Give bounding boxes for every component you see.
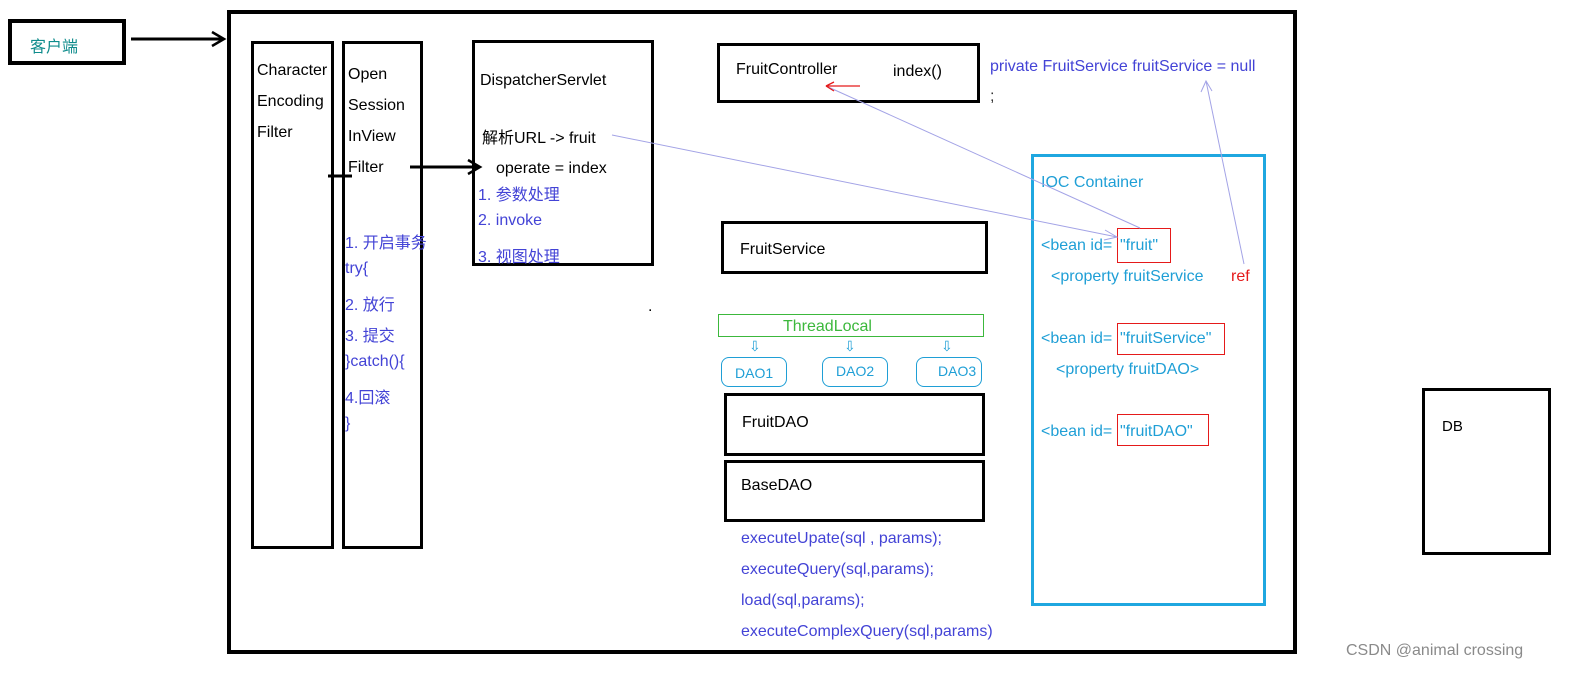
- bean-fruit-prefix: <bean id=: [1041, 237, 1113, 254]
- osiv-step-5: }catch(){: [345, 353, 405, 370]
- client-label: 客户端: [30, 39, 79, 56]
- base-dao-method-4: executeComplexQuery(sql,params): [741, 623, 993, 640]
- osiv-filter-line3: InView: [348, 128, 396, 145]
- encoding-filter-line3: Filter: [257, 124, 293, 141]
- property-fruit-service: <property fruitService: [1051, 268, 1204, 285]
- dispatcher-parse-url: 解析URL -> fruit: [482, 130, 596, 147]
- bean-fruit-dao-prefix: <bean id=: [1041, 423, 1113, 440]
- dispatcher-operate: operate = index: [496, 160, 607, 177]
- osiv-filter-line4: Filter: [348, 159, 384, 176]
- dao2-pill: [822, 357, 888, 387]
- fruit-service-name: FruitService: [740, 241, 826, 258]
- osiv-step-1: 1. 开启事务: [345, 235, 427, 252]
- db-label: DB: [1442, 418, 1463, 435]
- stray-dot: .: [648, 298, 653, 315]
- dao1-label: DAO1: [735, 365, 774, 381]
- encoding-filter-line1: Character: [257, 62, 328, 79]
- fruit-controller-method: index(): [893, 63, 942, 80]
- osiv-step-6: 4.回滚: [345, 390, 391, 407]
- dao3-pill: [916, 357, 982, 387]
- osiv-step-4: 3. 提交: [345, 328, 395, 345]
- property-fruit-dao: <property fruitDAO>: [1056, 361, 1200, 378]
- client-box: [8, 19, 126, 65]
- ioc-container-box: [1031, 154, 1266, 606]
- dispatcher-step-3: 3. 视图处理: [478, 249, 560, 266]
- client-to-server-arrowhead: [211, 30, 227, 48]
- field-declaration-semicolon: ;: [990, 88, 995, 105]
- threadlocal-arrow-1: ⇩: [749, 338, 761, 354]
- fruit-dao-box: [724, 393, 985, 456]
- base-dao-box: [724, 460, 985, 522]
- bean-fruit-dao-highlight: [1117, 414, 1209, 446]
- osiv-filter-box: [342, 41, 423, 549]
- dispatcher-title: DispatcherServlet: [480, 72, 607, 89]
- fruit-dao-name: FruitDAO: [742, 414, 809, 431]
- ioc-container-title: IOC Container: [1041, 174, 1144, 191]
- threadlocal-label: ThreadLocal: [783, 318, 872, 335]
- bean-fruit-highlight: [1117, 228, 1171, 263]
- bean-fruit-dao-id: "fruitDAO": [1120, 423, 1193, 440]
- threadlocal-arrow-3: ⇩: [941, 338, 953, 354]
- dao1-pill: [721, 357, 787, 387]
- dispatcher-step-2: 2. invoke: [478, 212, 543, 229]
- fruit-controller-name: FruitController: [736, 61, 838, 78]
- dispatcher-step-1: 1. 参数处理: [478, 187, 560, 204]
- base-dao-method-1: executeUpate(sql , params);: [741, 530, 942, 547]
- threadlocal-box: [718, 314, 984, 337]
- osiv-filter-line2: Session: [348, 97, 405, 114]
- encoding-filter-box: [251, 41, 334, 549]
- server-container: [227, 10, 1297, 654]
- base-dao-method-2: executeQuery(sql,params);: [741, 561, 934, 578]
- dao3-label: DAO3: [938, 363, 977, 379]
- osiv-step-3: 2. 放行: [345, 297, 395, 314]
- osiv-filter-line1: Open: [348, 66, 388, 83]
- osiv-step-7: }: [345, 415, 351, 432]
- bean-fruit-service-highlight: [1117, 323, 1225, 355]
- threadlocal-arrow-2: ⇩: [844, 338, 856, 354]
- bean-fruit-service-id: "fruitService": [1120, 330, 1212, 347]
- encoding-filter-line2: Encoding: [257, 93, 324, 110]
- field-declaration: private FruitService fruitService = null: [990, 58, 1256, 75]
- bean-fruit-id: "fruit": [1120, 237, 1159, 254]
- dao2-label: DAO2: [836, 363, 875, 379]
- ref-label: ref: [1231, 268, 1250, 285]
- base-dao-name: BaseDAO: [741, 477, 813, 494]
- db-box: [1422, 388, 1551, 555]
- base-dao-method-3: load(sql,params);: [741, 592, 865, 609]
- bean-fruit-service-prefix: <bean id=: [1041, 330, 1113, 347]
- osiv-step-2: try{: [345, 260, 369, 277]
- csdn-watermark: CSDN @animal crossing: [1346, 642, 1524, 659]
